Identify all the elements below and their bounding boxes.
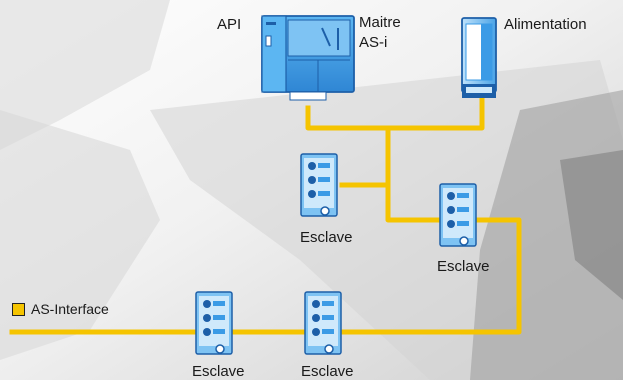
plc-master-device: [261, 15, 355, 101]
legend-swatch: [12, 302, 25, 316]
slave-label: Esclave: [437, 258, 490, 275]
background-shape: [0, 110, 160, 360]
power-supply-label: Alimentation: [504, 16, 587, 33]
master-label-line1: Maitre: [359, 14, 401, 31]
slave-label: Esclave: [301, 363, 354, 380]
slave-label: Esclave: [192, 363, 245, 380]
slave-label: Esclave: [300, 229, 353, 246]
background-shape: [560, 150, 623, 300]
legend: AS-Interface: [12, 301, 109, 317]
background-shape: [0, 0, 170, 150]
slave-module-icon: [195, 291, 233, 355]
power-supply-device: [461, 17, 497, 98]
asi-cable: [9, 97, 522, 335]
master-label-line2: AS-i: [359, 34, 388, 51]
slave-module-icon: [304, 291, 342, 355]
legend-label: AS-Interface: [31, 301, 109, 317]
api-label: API: [217, 16, 242, 33]
slave-module-icon: [300, 153, 338, 217]
slave-module-icon: [439, 183, 477, 247]
background-shape: [470, 90, 623, 380]
